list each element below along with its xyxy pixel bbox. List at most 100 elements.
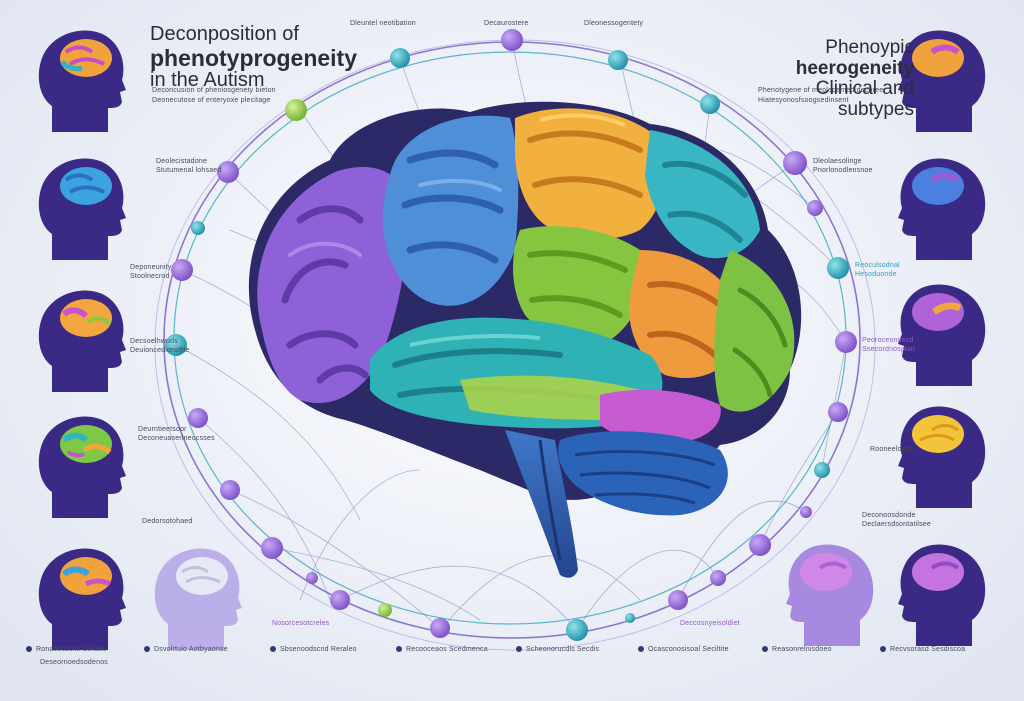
- head-silhouette-icon: [38, 30, 126, 133]
- legend-item-4: Recooceaos Scedmenca: [396, 646, 488, 653]
- network-node-icon: [306, 572, 318, 584]
- legend-label: Deseornoedsodenos: [40, 659, 109, 666]
- legend-label: Dsvolrtuio Aotbyaonse: [154, 646, 228, 653]
- legend-bullet-icon: [880, 646, 886, 652]
- network-node-icon: [668, 590, 688, 610]
- head-silhouette-icon: [786, 544, 874, 646]
- network-node-icon: [165, 334, 187, 356]
- legend-bullet-icon: [270, 646, 276, 652]
- legend-bullet-icon: [638, 646, 644, 652]
- network-node-icon: [814, 462, 830, 478]
- caption-left-4: Stoolnecrod: [130, 273, 170, 280]
- network-node-icon: [220, 480, 240, 500]
- network-node-icon: [800, 506, 812, 518]
- legend-label: Recooceaos Scedmenca: [406, 646, 488, 653]
- legend-label: Scheonorucdls Secdis: [526, 646, 600, 653]
- title-right-line3: Clinical and subtypes: [815, 78, 914, 120]
- title-left-line3: in the Autism: [150, 69, 265, 92]
- caption-top-left-2: Deonecutose of enteryoxe plecitage: [152, 97, 271, 104]
- legend-item-2: Dsvolrtuio Aotbyaonse: [144, 646, 228, 653]
- caption-right-9: Rooneeloenn: [870, 446, 914, 453]
- title-right: Phenoypic heerogeneity Clinical and subt…: [736, 37, 914, 120]
- title-left: Deconposition of phenotyprogeneity in th…: [150, 23, 358, 92]
- network-node-icon: [625, 613, 635, 623]
- caption-right-3: Reoculsodnal: [855, 262, 900, 269]
- network-node-icon: [390, 48, 410, 68]
- title-right-line2: heerogeneity: [795, 57, 914, 79]
- network-node-icon: [835, 331, 857, 353]
- head-silhouette-icon: [898, 284, 986, 386]
- caption-left-3: Deponeunity: [130, 264, 172, 271]
- legend-bullet-icon: [396, 646, 402, 652]
- brain-stem: [505, 430, 578, 578]
- head-silhouette-icon: [898, 406, 986, 508]
- legend-label: Reasonrelnisdoeo: [772, 646, 832, 653]
- caption-top-right-2: Hiatesyonosfsoogsedinsent: [758, 97, 849, 104]
- caption-left-2: Stutumenal lohsaed: [156, 167, 222, 174]
- title-left-line1: Deconposition of: [150, 23, 299, 45]
- caption-top-left-1: Deconcusion of pheniosgenety bieton: [152, 87, 276, 94]
- legend-label: Ronaoscaciut bexaes: [36, 646, 107, 653]
- legend-bullet-icon: [144, 646, 150, 652]
- network-node-icon: [285, 99, 307, 121]
- network-node-icon: [807, 200, 823, 216]
- head-silhouette-icon: [898, 30, 986, 133]
- head-silhouette-icon: [898, 158, 986, 260]
- legend-item-7: Reasonrelnisdoeo: [762, 646, 832, 653]
- legend-label: Ocasconosisoal Seciltite: [648, 646, 729, 653]
- network-node-icon: [783, 151, 807, 175]
- title-right-line1: Phenoypic: [825, 37, 914, 58]
- head-silhouette-icon: [38, 416, 126, 518]
- legend-bullet-icon: [516, 646, 522, 652]
- caption-right-7: Deconoosdonde: [862, 512, 916, 519]
- caption-left-1: Deolecistadone: [156, 158, 208, 165]
- caption-right-6: Ssecordnosplan: [862, 346, 915, 353]
- legend-label: Recvsorasd Sesdiscoa: [890, 646, 966, 653]
- network-node-icon: [566, 619, 588, 641]
- legend-bullet-icon: [762, 646, 768, 652]
- caption-left-6: Deuioncedlonidtte: [130, 347, 190, 354]
- head-silhouette-icon: [38, 548, 126, 650]
- caption-bottom-center-right: Deccosnyeisoldiet: [680, 620, 740, 627]
- legend-item-9: Deseornoedsodenos: [40, 659, 108, 666]
- caption-right-1: Dleolaesolinge: [813, 158, 862, 165]
- network-nodes: [165, 29, 857, 641]
- network-node-icon: [828, 402, 848, 422]
- caption-left-7: Deurntieetsoor: [138, 426, 187, 433]
- legend-item-5: Scheonorucdls Secdis: [516, 646, 599, 653]
- head-silhouette-icon: [38, 158, 126, 260]
- head-silhouette-icon: [38, 290, 126, 392]
- network-node-icon: [217, 161, 239, 183]
- legend-item-3: Sbsenoodscnd Reraleo: [270, 646, 357, 653]
- caption-top-center-2: Decaurostere: [484, 20, 529, 27]
- network-node-icon: [171, 259, 193, 281]
- network-node-icon: [191, 221, 205, 235]
- network-node-icon: [749, 534, 771, 556]
- legend-item-1: Ronaoscaciut bexaes: [26, 646, 107, 653]
- network-node-icon: [330, 590, 350, 610]
- caption-right-8: Declaersdsontatilsee: [862, 521, 931, 528]
- legend-bullet-icon: [26, 646, 32, 652]
- network-node-icon: [700, 94, 720, 114]
- caption-right-4: Hesoduonde: [855, 271, 897, 278]
- head-silhouette-icon: [154, 548, 242, 650]
- head-column-right: [786, 30, 986, 646]
- title-left-line2: phenotyprogeneity: [150, 44, 358, 71]
- network-node-icon: [501, 29, 523, 51]
- network-node-icon: [710, 570, 726, 586]
- network-node-icon: [430, 618, 450, 638]
- brain-illustration: [248, 101, 802, 578]
- caption-right-2: Pnorlonodlensnoe: [813, 167, 873, 174]
- caption-top-right-1: Phenotygene of meolepemed decoree: [758, 87, 884, 94]
- network-node-icon: [378, 603, 392, 617]
- network-node-icon: [608, 50, 628, 70]
- caption-left-9: Dedorsotohaed: [142, 518, 193, 525]
- caption-right-5: Peoroceondecd: [862, 337, 914, 344]
- network-node-icon: [827, 257, 849, 279]
- head-silhouette-icon: [898, 544, 986, 646]
- legend-label: Sbsenoodscnd Reraleo: [280, 646, 357, 653]
- legend-item-6: Ocasconosisoal Seciltite: [638, 646, 729, 653]
- caption-left-5: Decsoelhwuds: [130, 338, 178, 345]
- caption-bottom-center-left: Nosorcesotcreles: [272, 620, 330, 627]
